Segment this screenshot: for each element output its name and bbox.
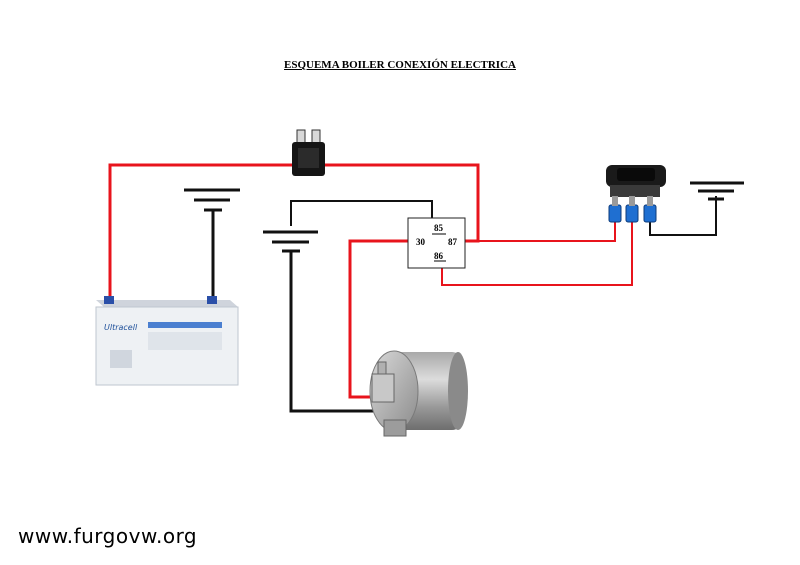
relay30-to-boiler-wire xyxy=(348,239,412,399)
fuse-to-relay87-wire xyxy=(322,163,480,243)
relay87-to-switch-wire xyxy=(478,215,616,242)
relay-pin-87: 87 xyxy=(448,237,458,247)
relay85-to-ground-wire xyxy=(290,200,433,226)
ground-icon-battery xyxy=(184,188,240,212)
wires xyxy=(108,163,717,413)
diagram-title: ESQUEMA BOILER CONEXIÓN ELECTRICA xyxy=(284,59,516,71)
relay-pin-85: 85 xyxy=(434,223,444,233)
battery-icon: Ultracell xyxy=(95,296,239,386)
switch-to-ground-wire xyxy=(649,196,717,236)
battery-to-fuse-wire xyxy=(108,163,295,300)
battery-brand: Ultracell xyxy=(104,323,138,332)
ground-icon-switch xyxy=(690,181,744,201)
ground-icon-relay xyxy=(263,230,318,253)
relay86-to-switch-wire xyxy=(441,220,633,286)
fuse-icon xyxy=(292,129,325,176)
relay-pin-30: 30 xyxy=(416,237,426,247)
watermark: www.furgovw.org xyxy=(18,524,198,548)
rocker-switch-icon xyxy=(606,165,666,223)
relay-pin-86: 86 xyxy=(434,251,444,261)
water-heater-boiler-icon xyxy=(369,350,468,437)
relay-box xyxy=(407,217,466,269)
relay: 85 30 87 86 xyxy=(407,217,466,269)
ground-to-boiler-wire xyxy=(289,250,380,413)
